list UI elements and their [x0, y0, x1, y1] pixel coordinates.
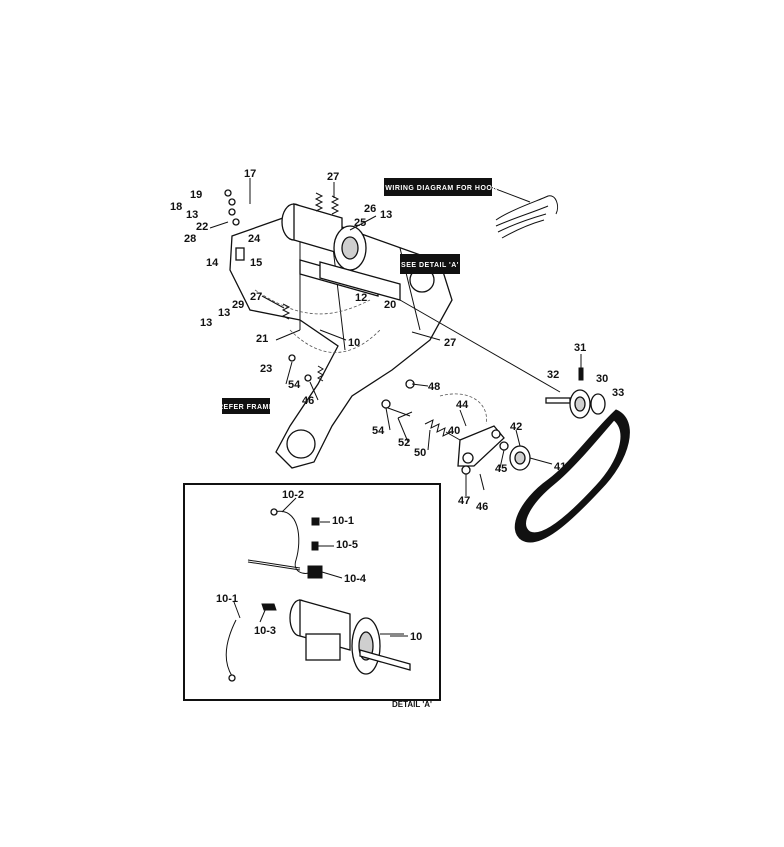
part-label: 46	[476, 501, 488, 513]
pulley-and-belt	[399, 299, 630, 543]
part-label: 10	[348, 337, 360, 349]
idler-assembly	[439, 393, 531, 491]
part-label: 42	[510, 421, 522, 433]
part-label: 21	[256, 333, 268, 345]
part-label: 10-4	[344, 573, 367, 585]
part-label: 10-1	[332, 515, 354, 527]
part-label: 18	[170, 201, 182, 213]
part-label: 13	[200, 317, 212, 329]
part-label: 27	[444, 337, 456, 349]
springs	[281, 192, 452, 437]
part-label: 54	[288, 379, 301, 391]
part-label: 29	[232, 299, 244, 311]
callout-detail-box: SEE DETAIL 'A'	[400, 254, 460, 274]
part-label: 13	[380, 209, 392, 221]
part-label: 46	[302, 395, 314, 407]
part-label: 20	[384, 299, 396, 311]
part-label: 10-2	[282, 489, 304, 501]
part-label: 23	[260, 363, 272, 375]
part-label: 27	[250, 291, 262, 303]
part-label: 15	[250, 257, 262, 269]
part-label: 13	[186, 209, 198, 221]
part-labels: 17 27 19 18 13 22 28 24 14 15 26 13 25 2…	[170, 168, 624, 643]
part-label: 13	[218, 307, 230, 319]
part-label: 10-5	[336, 539, 358, 551]
part-label: 30	[596, 373, 608, 385]
part-label: 10	[410, 631, 422, 643]
part-label: 10-3	[254, 625, 276, 637]
svg-text:REFER FRAME: REFER FRAME	[218, 404, 274, 411]
detail-caption: DETAIL 'A'	[392, 700, 432, 709]
part-label: 44	[456, 399, 469, 411]
callout-frame-box: REFER FRAME	[218, 398, 274, 414]
motor-assembly	[281, 203, 401, 301]
part-label: 52	[398, 437, 410, 449]
part-label: 31	[574, 342, 586, 354]
svg-text:SEE DETAIL 'A': SEE DETAIL 'A'	[401, 262, 459, 269]
part-label: 28	[184, 233, 196, 245]
part-label: 33	[612, 387, 624, 399]
part-label: 19	[190, 189, 202, 201]
part-label: 32	[547, 369, 559, 381]
part-label: 45	[495, 463, 507, 475]
part-label: 14	[206, 257, 219, 269]
part-label: 17	[244, 168, 256, 180]
part-label: 24	[248, 233, 261, 245]
svg-text:SEE WIRING DIAGRAM FOR HOOKUP: SEE WIRING DIAGRAM FOR HOOKUP	[367, 185, 508, 192]
part-label: 50	[414, 447, 426, 459]
callout-wiring-box: SEE WIRING DIAGRAM FOR HOOKUP	[367, 178, 508, 196]
detail-a-panel	[183, 483, 441, 701]
wiring-harness	[487, 185, 559, 239]
part-label: 12	[355, 292, 367, 304]
part-label: 27	[327, 171, 339, 183]
part-label: 22	[196, 221, 208, 233]
part-label: 48	[428, 381, 440, 393]
part-label: 25	[354, 217, 366, 229]
part-label: 47	[458, 495, 470, 507]
part-label: 10-1	[216, 593, 238, 605]
hardware	[224, 189, 415, 419]
part-label: 40	[448, 425, 460, 437]
part-label: 26	[364, 203, 376, 215]
leader-lines	[209, 178, 553, 637]
part-label: 41	[554, 461, 566, 473]
part-label: 54	[372, 425, 385, 437]
